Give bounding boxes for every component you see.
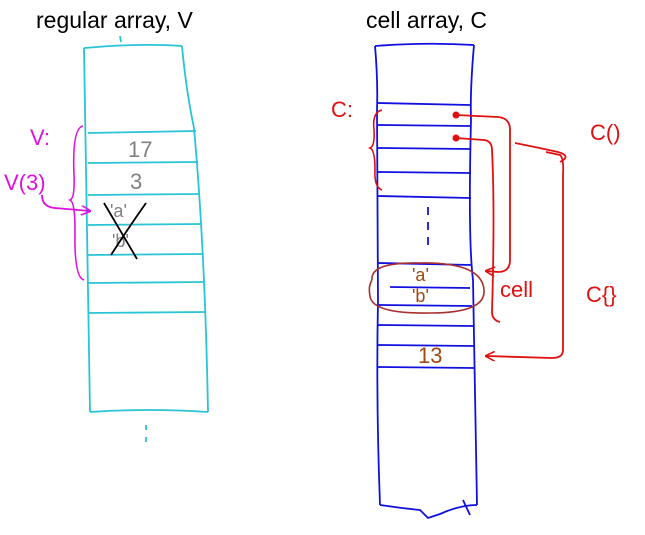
v3-arrow — [41, 194, 90, 211]
regular-value-3: 3 — [130, 169, 142, 194]
regular-value-17: 17 — [128, 137, 152, 162]
regular-array-left-edge — [83, 47, 91, 413]
cell-row-line — [377, 147, 471, 150]
regular-array-top — [83, 43, 183, 49]
cell-row-line — [377, 102, 471, 106]
cell-row-line — [377, 344, 475, 347]
c-brace-arrow-to-13 — [486, 151, 565, 358]
cell-row-line — [377, 324, 474, 327]
cell-row-line — [377, 304, 473, 307]
cell-char-b: 'b' — [412, 286, 429, 306]
v-bracket — [67, 125, 85, 281]
regular-array-row-line — [87, 253, 203, 256]
cell-circle — [368, 262, 485, 314]
regular-array — [83, 35, 209, 442]
regular-array-row-line — [87, 281, 205, 284]
cell-row-line — [377, 195, 472, 199]
c-paren-bracket — [514, 142, 567, 163]
cell-row-line — [389, 286, 471, 289]
pointer-arrow-second — [455, 137, 501, 323]
v3-index-label: V(3) — [4, 170, 46, 195]
pointer-arrow-to-cell — [455, 114, 511, 272]
cell-value-13: 13 — [418, 343, 442, 368]
regular-array-row-line — [87, 130, 197, 134]
cell-label: cell — [500, 277, 533, 302]
c-bracket-label: C: — [331, 97, 353, 122]
cell-array-right-edge — [468, 44, 478, 506]
c-brace-label: C{} — [586, 282, 617, 307]
cell-array-bottom-tick — [462, 499, 471, 516]
cell-array-title: cell array, C — [366, 7, 487, 33]
regular-array-bottom — [89, 409, 209, 413]
regular-array-right-edge — [181, 45, 209, 413]
regular-char-a: 'a' — [110, 201, 127, 221]
cell-row-line — [377, 171, 472, 174]
cell-row-line — [377, 366, 475, 369]
v-bracket-label: V: — [30, 125, 50, 150]
regular-array-row-line — [87, 223, 202, 226]
regular-array-row-line — [87, 161, 199, 164]
c-paren-label: C() — [590, 120, 621, 145]
cell-array-top — [374, 42, 475, 47]
c-bracket — [367, 109, 383, 191]
cell-array-bottom — [379, 504, 478, 520]
regular-array-top-tick — [119, 35, 122, 43]
cross-out-mark — [103, 202, 147, 260]
regular-array-row-line — [87, 311, 206, 314]
cell-array-left-edge — [374, 45, 381, 506]
regular-array-row-line — [87, 193, 200, 196]
cell-char-a: 'a' — [412, 265, 429, 285]
cell-row-line — [377, 124, 471, 127]
cell-array — [374, 42, 478, 520]
regular-array-title: regular array, V — [36, 7, 193, 33]
cell-row-line — [377, 262, 473, 266]
